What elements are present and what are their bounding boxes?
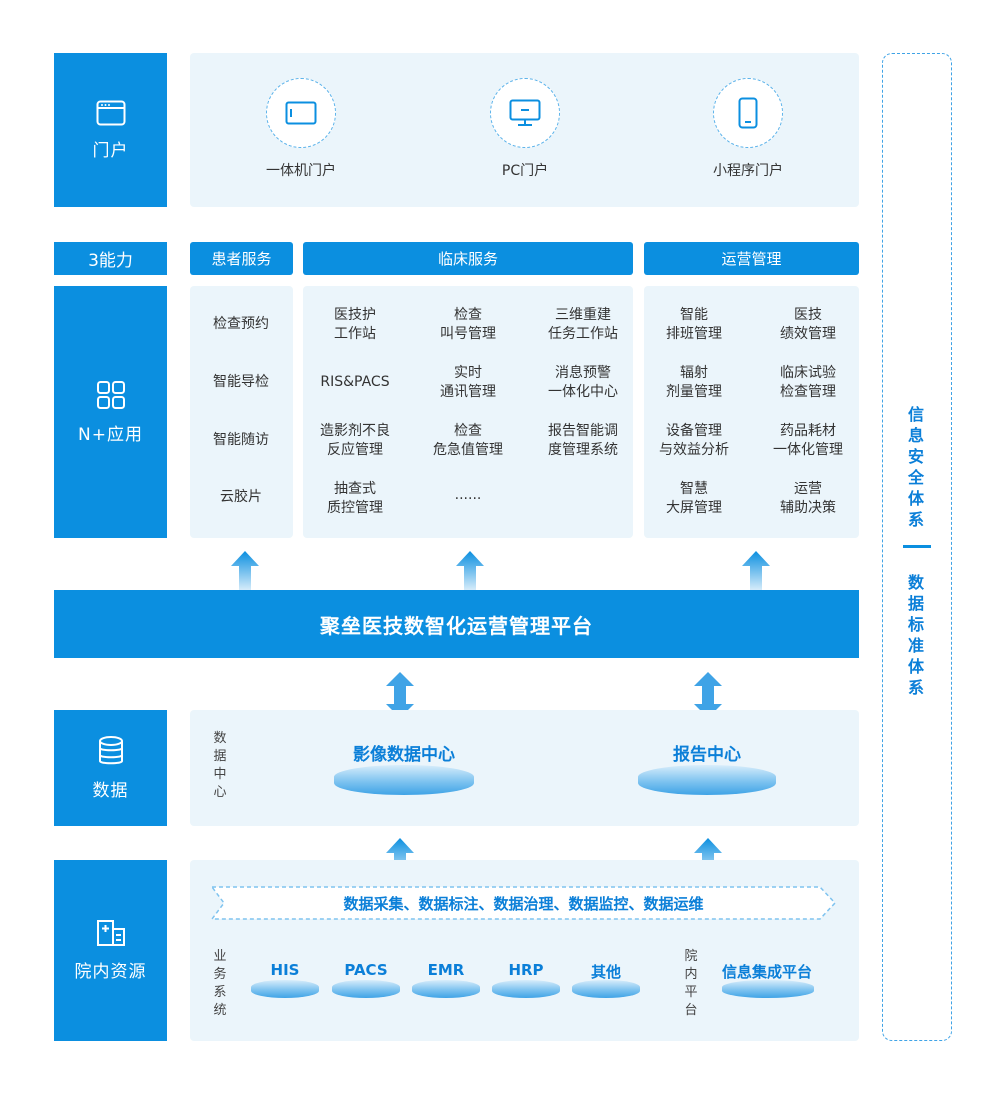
tablet-icon: [285, 101, 317, 125]
portal-item-miniapp[interactable]: [713, 78, 783, 148]
app-item[interactable]: 临床试验 检查管理: [780, 365, 836, 400]
app-item[interactable]: 检查 叫号管理: [440, 307, 496, 342]
phone-icon: [738, 97, 758, 129]
platform-bar: 聚垒医技数智化运营管理平台: [54, 590, 859, 658]
portal-item-label: 小程序门户: [713, 163, 783, 179]
portal-panel: 一体机门户 PC门户 小程序门户: [190, 53, 859, 207]
operations-panel: 智能 排班管理 医技 绩效管理 辐射 剂量管理 临床试验 检查管理 设备管理 与…: [644, 286, 859, 538]
apps-label: N+应用: [78, 424, 143, 445]
system-label: EMR: [427, 961, 465, 979]
up-arrow-icon: [742, 551, 770, 591]
portal-side-label: 门户: [54, 53, 167, 207]
system-label: PACS: [344, 961, 388, 979]
app-item[interactable]: 报告智能调 度管理系统: [548, 423, 618, 458]
portal-item-label: 一体机门户: [266, 163, 336, 179]
system-disc-other[interactable]: [572, 980, 640, 998]
app-item[interactable]: 抽查式 质控管理: [327, 481, 383, 516]
report-center-label: 报告中心: [673, 745, 741, 765]
system-label: HRP: [508, 961, 544, 979]
clinical-services-panel: 医技护 工作站 检查 叫号管理 三维重建 任务工作站 RIS&PACS 实时 通…: [303, 286, 633, 538]
header-operations: 运营管理: [644, 242, 859, 275]
integration-platform-label: 信息集成平台: [721, 963, 813, 981]
portal-label: 门户: [92, 140, 129, 161]
app-item[interactable]: 实时 通讯管理: [440, 365, 496, 400]
app-item[interactable]: RIS&PACS: [320, 374, 390, 390]
up-arrow-icon: [231, 551, 259, 591]
app-item[interactable]: 消息预警 一体化中心: [548, 365, 618, 400]
bidirectional-arrow-icon: [694, 672, 722, 718]
business-systems-vertical-label: 业务系统: [213, 949, 227, 1018]
app-item[interactable]: 造影剂不良 反应管理: [320, 423, 390, 458]
up-arrow-icon: [456, 551, 484, 591]
header-clinical-service: 临床服务: [303, 242, 633, 275]
app-item[interactable]: 设备管理 与效益分析: [659, 423, 729, 458]
system-disc-his[interactable]: [251, 980, 319, 998]
app-item[interactable]: 辐射 剂量管理: [666, 365, 722, 400]
app-item[interactable]: 运营 辅助决策: [780, 481, 836, 516]
up-arrow-icon: [386, 838, 414, 878]
hospital-building-icon: [96, 920, 125, 946]
app-item[interactable]: 医技护 工作站: [334, 307, 376, 342]
data-standard-label: 数据标准体系: [907, 573, 924, 697]
integration-platform-disc[interactable]: [722, 980, 814, 998]
up-arrow-icon: [694, 838, 722, 878]
apps-side-label: N+应用: [54, 286, 167, 538]
app-item[interactable]: 智能导检: [213, 374, 269, 390]
data-panel: 数据中心 影像数据中心 报告中心: [190, 710, 859, 826]
capability-label: 3能力: [54, 242, 167, 275]
rail-divider: [903, 545, 931, 548]
security-system-label: 信息安全体系: [907, 405, 924, 529]
system-label: HIS: [270, 961, 300, 979]
app-item[interactable]: 检查 危急值管理: [433, 423, 503, 458]
header-patient-service: 患者服务: [190, 242, 293, 275]
resources-label: 院内资源: [74, 962, 147, 982]
data-center-vertical-label: 数据中心: [213, 731, 227, 800]
app-item[interactable]: 智能 排班管理: [666, 307, 722, 342]
grid-apps-icon: [96, 380, 125, 409]
system-disc-emr[interactable]: [412, 980, 480, 998]
platform-title: 聚垒医技数智化运营管理平台: [320, 613, 593, 638]
data-side-label: 数据: [54, 710, 167, 826]
imaging-data-center-disc[interactable]: [334, 765, 474, 795]
process-banner: [210, 886, 837, 920]
right-rail: 信息安全体系 数据标准体系: [882, 53, 952, 1041]
portal-item-kiosk[interactable]: [266, 78, 336, 148]
system-disc-hrp[interactable]: [492, 980, 560, 998]
app-item[interactable]: 药品耗材 一体化管理: [773, 423, 843, 458]
monitor-icon: [509, 99, 541, 126]
app-item: ......: [454, 487, 482, 503]
browser-window-icon: [96, 100, 125, 125]
app-item[interactable]: 智能随访: [213, 432, 269, 448]
process-steps-text: 数据采集、数据标注、数据治理、数据监控、数据运维: [343, 894, 704, 913]
app-item[interactable]: 医技 绩效管理: [780, 307, 836, 342]
system-disc-pacs[interactable]: [332, 980, 400, 998]
imaging-data-center-label: 影像数据中心: [353, 745, 455, 765]
app-item[interactable]: 智慧 大屏管理: [666, 481, 722, 516]
report-center-disc[interactable]: [638, 765, 776, 795]
resources-side-label: 院内资源: [54, 860, 167, 1041]
resources-panel: 数据采集、数据标注、数据治理、数据监控、数据运维 业务系统 HIS PACS E…: [190, 860, 859, 1041]
system-label: 其他: [590, 963, 622, 981]
portal-item-label: PC门户: [501, 163, 549, 179]
data-label: 数据: [92, 780, 129, 801]
app-item[interactable]: 三维重建 任务工作站: [548, 307, 618, 342]
bidirectional-arrow-icon: [386, 672, 414, 718]
patient-services-panel: 检查预约 智能导检 智能随访 云胶片: [190, 286, 293, 538]
database-icon: [98, 735, 123, 764]
portal-item-pc[interactable]: [490, 78, 560, 148]
app-item[interactable]: 检查预约: [213, 316, 269, 332]
app-item[interactable]: 云胶片: [220, 489, 262, 505]
hospital-platform-vertical-label: 院内平台: [684, 949, 698, 1018]
